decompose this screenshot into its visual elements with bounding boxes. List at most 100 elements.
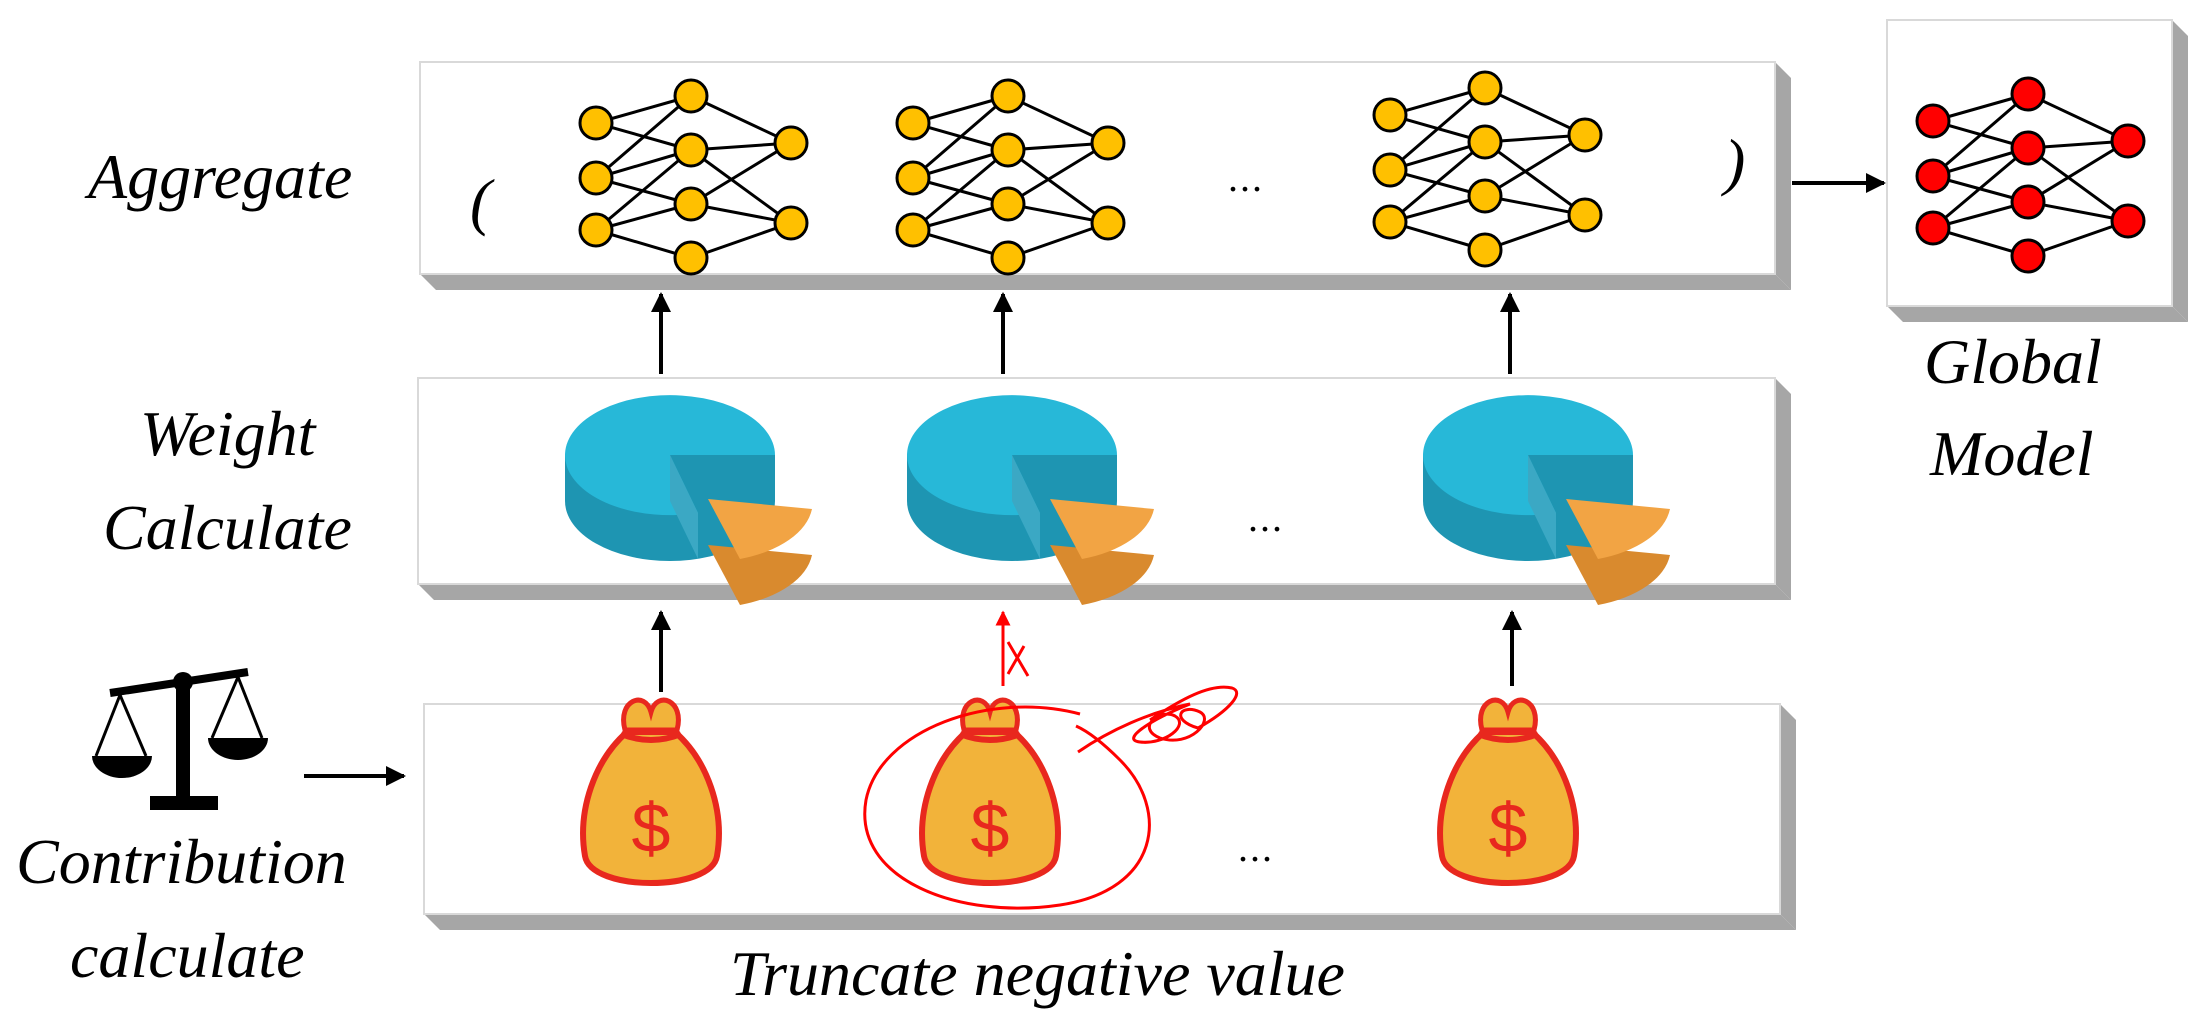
network-edge [2027, 219, 2129, 258]
global-model-label-line1: Global [1924, 326, 2102, 397]
network-node [2010, 76, 2046, 112]
network-node [2110, 123, 2146, 159]
network-edge [912, 94, 1009, 180]
weight-calculate-label-line2: Calculate [103, 492, 352, 563]
network-edge [1484, 140, 1586, 217]
network-node [1090, 125, 1126, 161]
pie-chart-icon [565, 395, 812, 605]
money-bag-icon: $ [919, 697, 1061, 886]
network-edge [912, 148, 1009, 232]
network-edge [1484, 133, 1586, 198]
ellipsis-contribution: ... [1238, 825, 1274, 870]
network-node [2010, 238, 2046, 274]
bag-tie [1476, 731, 1540, 743]
network-node [578, 160, 614, 196]
network-node [1467, 232, 1503, 268]
bag-body [1437, 729, 1579, 886]
network-node [990, 78, 1026, 114]
contribution-label-line2: calculate [70, 920, 305, 991]
dollar-sign: $ [632, 789, 671, 867]
network-node [2110, 203, 2146, 239]
network-node [895, 160, 931, 196]
network-node [2010, 130, 2046, 166]
truncate-negative-value-caption: Truncate negative value [730, 938, 1345, 1009]
network-node [673, 186, 709, 222]
network-edge [690, 141, 792, 206]
ellipsis-aggregate: ... [1228, 155, 1264, 200]
network-node [578, 212, 614, 248]
network-edge [595, 148, 692, 232]
dollar-sign: $ [971, 789, 1010, 867]
money-bag-icon: $ [580, 697, 722, 886]
network-edge [595, 94, 692, 180]
network-node [1467, 124, 1503, 160]
network-node [990, 132, 1026, 168]
truncation-circle-annotation [863, 685, 1239, 910]
network-edge [1007, 148, 1109, 225]
client-network-2 [895, 78, 1126, 276]
network-edge [1007, 221, 1109, 260]
pie-slice-side [708, 545, 812, 605]
network-edge [1484, 213, 1586, 252]
pie-slice-side [1050, 545, 1154, 605]
network-edge [1007, 94, 1109, 145]
pie-chart-icon [907, 395, 1154, 605]
bag-knot [1478, 697, 1538, 733]
open-parenthesis: ( [470, 166, 492, 237]
arrow-contribution-to-weight-2-blocked [995, 610, 1030, 686]
network-node [1915, 103, 1951, 139]
bag-tie [958, 731, 1022, 743]
network-node [1915, 210, 1951, 246]
global-network [1915, 76, 2146, 274]
global-model-label-line2: Model [1930, 418, 2094, 489]
network-edge [690, 148, 792, 225]
balance-scale-icon [92, 668, 268, 810]
pie-chart-icon [1423, 395, 1670, 605]
network-node [1467, 70, 1503, 106]
network-node [1567, 197, 1603, 233]
pie-cut-face [1012, 455, 1040, 559]
network-edge [1389, 86, 1486, 172]
network-edge [690, 94, 792, 145]
network-edge [1932, 146, 2029, 230]
bag-tie [619, 731, 683, 743]
network-node [773, 205, 809, 241]
aggregate-label: Aggregate [88, 141, 353, 212]
network-node [1467, 178, 1503, 214]
pie-cut-face [670, 455, 698, 559]
network-node [673, 78, 709, 114]
pie-slice-side [1566, 545, 1670, 605]
network-node [1567, 117, 1603, 153]
network-edge [2027, 139, 2129, 204]
network-node [773, 125, 809, 161]
network-edge [1932, 92, 2029, 178]
ellipsis-weight: ... [1248, 495, 1284, 540]
contribution-label-line1: Contribution [16, 826, 347, 897]
network-node [990, 240, 1026, 276]
network-node [673, 132, 709, 168]
network-edge [2027, 92, 2129, 143]
weight-calculate-label-line1: Weight [140, 398, 316, 469]
pie-slice [1050, 499, 1154, 559]
bag-body [919, 729, 1061, 886]
network-edge [690, 221, 792, 260]
bag-knot [621, 697, 681, 733]
network-edge [2027, 146, 2129, 223]
network-edge [1389, 140, 1486, 224]
client-network-1 [578, 78, 809, 276]
network-node [1915, 158, 1951, 194]
network-edge [1007, 141, 1109, 206]
pie-slice [1566, 499, 1670, 559]
network-node [1372, 204, 1408, 240]
network-node [895, 212, 931, 248]
network-node [578, 105, 614, 141]
pie-cut-face [1528, 455, 1556, 559]
panel-aggregate [419, 61, 1791, 290]
network-node [1372, 97, 1408, 133]
network-node [990, 186, 1026, 222]
network-node [1090, 205, 1126, 241]
network-node [673, 240, 709, 276]
network-node [895, 105, 931, 141]
close-parenthesis: ) [1724, 126, 1746, 197]
